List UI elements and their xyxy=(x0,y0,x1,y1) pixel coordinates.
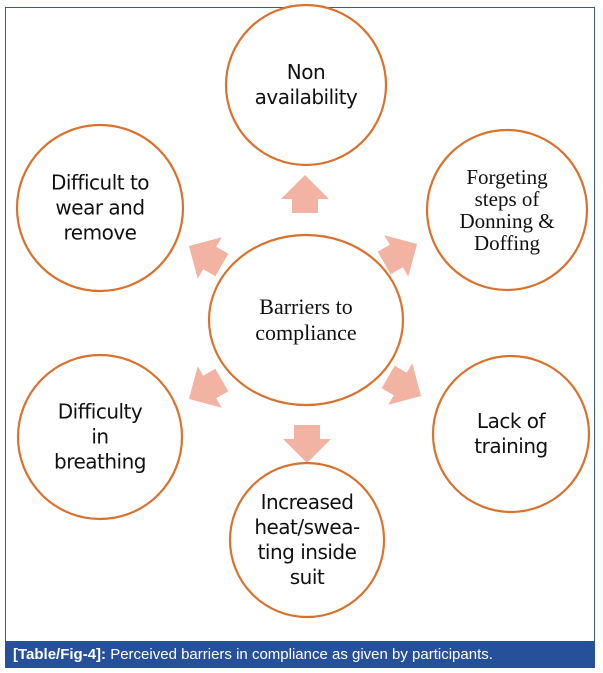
caption-text: Perceived barriers in compliance as give… xyxy=(106,646,493,663)
arrow-to-difficulty-breathing xyxy=(188,366,229,408)
node-label-difficulty-breathing-line: Difficulty xyxy=(57,399,143,424)
node-circle-difficulty-breathing xyxy=(16,353,184,521)
arrow-to-forgetting-steps xyxy=(377,235,418,277)
node-label-forgetting-steps-line: Doffing xyxy=(473,231,541,255)
arrow-to-lack-of-training xyxy=(381,363,422,405)
node-label-forgetting-steps-line: steps of xyxy=(474,187,540,211)
node-label-lack-of-training-line: training xyxy=(474,434,548,458)
center-label-line: Barriers to xyxy=(259,294,353,319)
node-label-difficult-to-wear-line: wear and xyxy=(55,195,145,220)
node-label-increased-heat-line: ting inside xyxy=(257,540,357,564)
node-label-increased-heat-line: suit xyxy=(289,565,325,589)
figure-caption: [Table/Fig-4]: Perceived barriers in com… xyxy=(5,641,595,668)
node-circle-non-availability xyxy=(224,3,388,167)
caption-label: [Table/Fig-4]: xyxy=(13,646,107,663)
node-label-increased-heat-line: heat/swea- xyxy=(254,515,360,539)
node-label-difficult-to-wear-line: Difficult to xyxy=(50,170,150,195)
node-circle-difficult-to-wear xyxy=(15,123,185,293)
arrow-to-difficult-to-wear xyxy=(188,237,229,279)
node-label-non-availability-line: availability xyxy=(254,85,358,109)
arrow-to-non-availability xyxy=(281,175,329,213)
node-label-forgetting-steps-line: Forgeting xyxy=(466,165,548,189)
node-label-increased-heat-line: Increased xyxy=(260,490,354,514)
node-circle-increased-heat xyxy=(228,461,386,619)
node-circle-lack-of-training xyxy=(431,354,591,514)
node-label-difficult-to-wear-line: remove xyxy=(63,220,137,245)
node-label-forgetting-steps-line: Donning & xyxy=(459,209,555,233)
center-circle xyxy=(207,233,405,407)
node-label-difficulty-breathing-line: in xyxy=(91,424,109,449)
center-label-line: compliance xyxy=(255,320,357,345)
arrow-to-increased-heat xyxy=(283,425,331,463)
node-label-lack-of-training-line: Lack of xyxy=(476,409,546,433)
node-label-difficulty-breathing-line: breathing xyxy=(54,449,146,474)
node-circle-forgetting-steps xyxy=(425,128,589,292)
node-label-non-availability-line: Non xyxy=(286,60,326,84)
